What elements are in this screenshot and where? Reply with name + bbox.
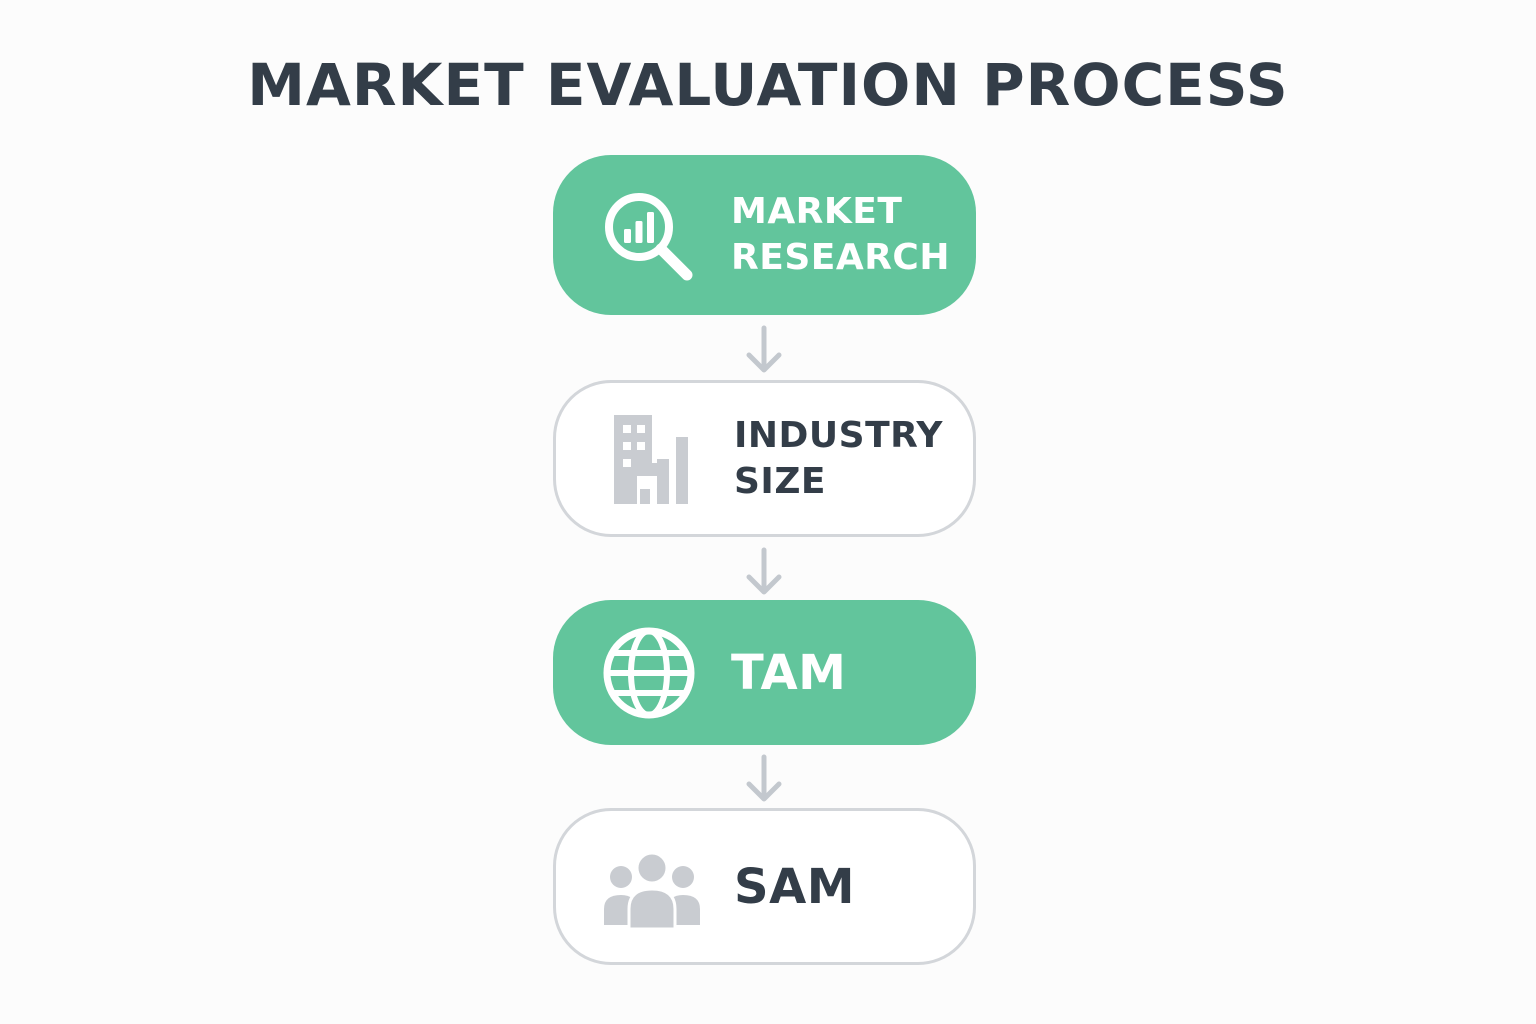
step-tam: TAM — [553, 600, 976, 745]
arrow-down-icon — [744, 754, 784, 804]
buildings-bar-chart-icon — [602, 409, 702, 509]
step-label: MARKET RESEARCH — [731, 191, 950, 278]
magnifier-chart-icon — [599, 185, 699, 285]
people-group-icon — [602, 837, 702, 937]
step-label: INDUSTRY SIZE — [734, 414, 943, 502]
step-sam: SAM — [553, 808, 976, 965]
step-market-research: MARKET RESEARCH — [553, 155, 976, 315]
arrow-down-icon — [744, 325, 784, 375]
step-label: SAM — [734, 858, 855, 915]
arrow-down-icon — [744, 547, 784, 597]
step-label: TAM — [731, 644, 847, 701]
page-title: MARKET EVALUATION PROCESS — [247, 51, 1289, 119]
globe-icon — [599, 623, 699, 723]
step-industry-size: INDUSTRY SIZE — [553, 380, 976, 537]
